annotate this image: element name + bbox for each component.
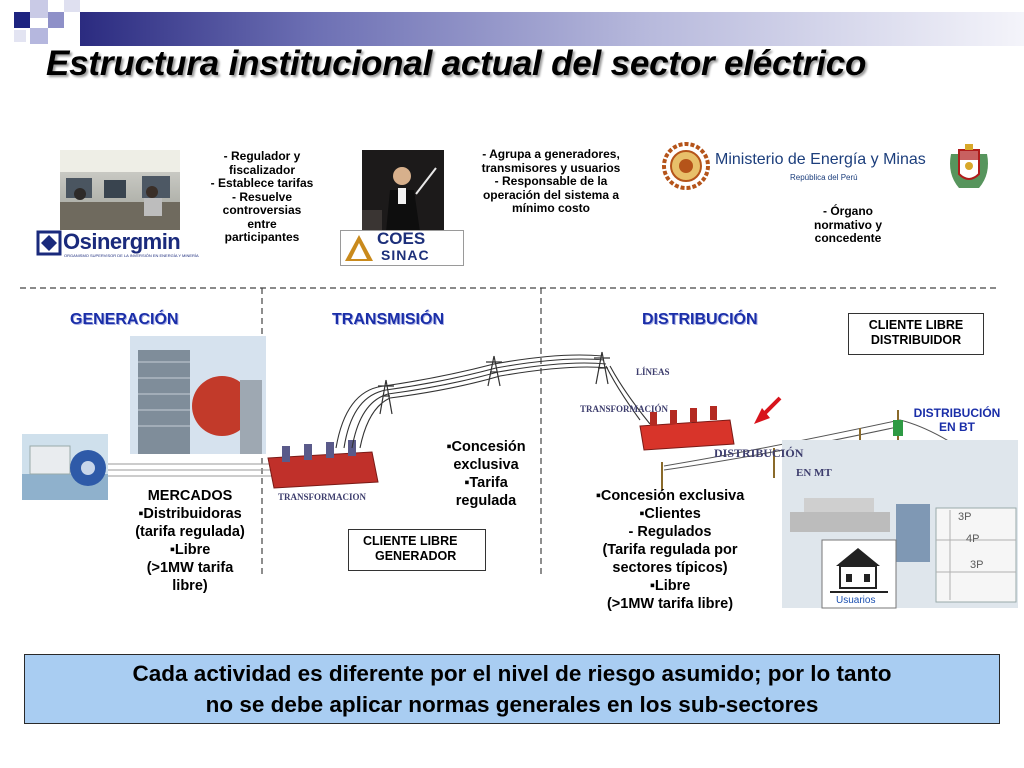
bt-transformer-icon — [893, 420, 903, 436]
list-item: ▪Concesión — [446, 439, 526, 455]
office-photo — [60, 150, 180, 230]
markets-heading: MERCADOS — [147, 488, 233, 504]
osinergmin-logo: Osinergmin ORGANISMO SUPERVISOR DE LA IN… — [36, 229, 201, 260]
osinergmin-role-3: - Resuelve controversias entre participa… — [222, 189, 302, 244]
list-item: ▪Distribuidoras — [138, 506, 242, 522]
list-item: ▪Libre — [649, 578, 691, 594]
label-lineas: LÍNEAS — [636, 367, 670, 377]
coes-emblem-icon — [345, 235, 373, 261]
footer-statement: Cada actividad es diferente por el nivel… — [24, 654, 1000, 724]
section-distribucion: DISTRIBUCIÓN — [642, 311, 758, 328]
list-item: libre) — [172, 578, 208, 594]
list-item: (>1MW tarifa libre) — [606, 596, 734, 612]
list-item: exclusiva — [453, 457, 519, 473]
list-item: - Regulados — [628, 524, 712, 540]
section-generacion: GENERACIÓN — [70, 311, 179, 328]
label-lot-3p: 3P — [958, 511, 972, 523]
label-lot-3p-b: 3P — [970, 559, 984, 571]
label-transformacion-generation: TRANSFORMACION — [278, 492, 367, 502]
thermal-plant-image — [130, 336, 266, 454]
minem-roles: - Órgano normativo y concedente — [802, 204, 894, 246]
minem-name: Ministerio de Energía y Minas — [715, 151, 926, 168]
label-en-mt: EN MT — [796, 467, 832, 479]
label-distribucion-mt: DISTRIBUCIÓN — [714, 446, 804, 460]
page-title: Estructura institucional actual del sect… — [46, 44, 867, 83]
osinergmin-emblem-icon — [36, 230, 62, 256]
label-distribucion-bt: DISTRIBUCIÓN EN BT — [900, 406, 1014, 434]
office-photo-illustration — [60, 150, 180, 230]
coes-roles: - Agrupa a generadores, transmisores y u… — [480, 147, 622, 216]
box-line: CLIENTE LIBRE — [868, 318, 964, 332]
label-usuarios: Usuarios — [836, 595, 876, 606]
cliente-libre-generador-box: CLIENTE LIBRE GENERADOR — [348, 529, 486, 571]
osinergmin-logo-subtitle: ORGANISMO SUPERVISOR DE LA INVERSIÓN EN … — [64, 253, 199, 258]
label-line: DISTRIBUCIÓN — [913, 406, 1001, 420]
distribution-notes: ▪Concesión exclusiva ▪Clientes - Regulad… — [560, 487, 780, 613]
decor-square — [30, 28, 48, 44]
conductor-photo — [362, 150, 444, 232]
box-line: DISTRIBUIDOR — [870, 333, 962, 347]
list-item: regulada — [455, 493, 517, 509]
list-item: ▪Concesión exclusiva — [595, 488, 745, 504]
osinergmin-roles: - Regulador y fiscalizador - Establece t… — [210, 149, 314, 245]
transmission-notes: ▪Concesión exclusiva ▪Tarifa regulada — [430, 438, 542, 510]
red-pointer-arrow-icon — [754, 396, 782, 424]
osinergmin-role-2: - Establece tarifas — [210, 176, 314, 190]
list-item: (tarifa regulada) — [135, 524, 245, 540]
list-item: ▪Tarifa — [464, 475, 508, 491]
minem-country: República del Perú — [790, 173, 858, 182]
label-transformacion-distribution: TRANSFORMACIÓN — [580, 404, 669, 414]
generation-feed-lines — [108, 463, 272, 477]
coes-logo-line1: COES — [377, 229, 426, 248]
conductor-photo-illustration — [362, 167, 437, 232]
decor-square — [14, 12, 30, 28]
coes-role-1: - Agrupa a generadores, transmisores y u… — [481, 147, 621, 175]
urban-users-map — [782, 440, 1018, 609]
coes-logo: COES SINAC — [340, 230, 464, 266]
decor-square — [14, 30, 26, 42]
footer-line: no se debe aplicar normas generales en l… — [205, 692, 819, 717]
transmission-tower-icon — [378, 351, 610, 415]
title-bar-gradient — [80, 12, 1024, 46]
generation-transformer-substation — [267, 440, 379, 489]
diagram-canvas — [20, 287, 1018, 609]
generation-markets-list: MERCADOS ▪Distribuidoras (tarifa regulad… — [118, 487, 262, 595]
label-line: EN BT — [939, 420, 975, 434]
section-transmision: TRANSMISIÓN — [332, 311, 444, 328]
hydro-plant-image — [22, 434, 108, 500]
peru-coat-of-arms-icon — [950, 144, 988, 188]
osinergmin-logo-text: Osinergmin — [63, 229, 181, 254]
list-item: sectores típicos) — [612, 560, 728, 576]
list-item: (>1MW tarifa — [146, 560, 234, 576]
osinergmin-role-1: - Regulador y fiscalizador — [223, 149, 301, 177]
label-lot-4p: 4P — [966, 533, 980, 545]
transmission-lines — [335, 354, 651, 449]
list-item: ▪Clientes — [639, 506, 701, 522]
box-line: GENERADOR — [375, 549, 457, 563]
box-line: CLIENTE LIBRE — [363, 534, 458, 548]
distribution-transformer-substation — [639, 406, 735, 451]
decor-square — [30, 0, 48, 18]
cliente-libre-distribuidor-box: CLIENTE LIBRE DISTRIBUIDOR — [848, 313, 984, 355]
footer-line: Cada actividad es diferente por el nivel… — [132, 661, 892, 686]
decor-square — [48, 12, 64, 28]
list-item: (Tarifa regulada por — [602, 542, 738, 558]
minem-role-1: - Órgano normativo y concedente — [813, 204, 882, 245]
coes-role-2: - Responsable de la operación del sistem… — [482, 174, 620, 215]
list-item: ▪Libre — [169, 542, 211, 558]
minem-seal-icon — [662, 142, 710, 190]
decor-square — [64, 0, 80, 12]
coes-logo-line2: SINAC — [381, 247, 430, 263]
